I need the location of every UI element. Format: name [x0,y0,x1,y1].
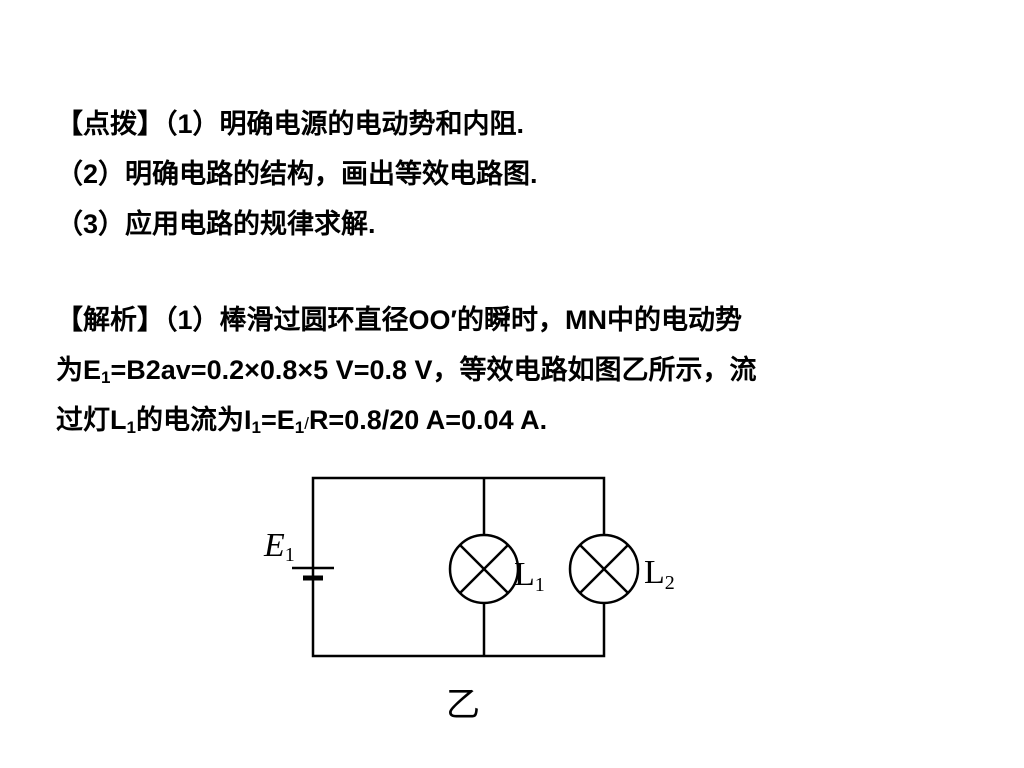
analysis-line-2-text-b: =B2av=0.2×0.8×5 V=0.8 V，等效电路如图乙所示，流 [110,355,757,385]
lamp-2-label-sub: 2 [665,572,675,594]
subscript: 1 [101,368,111,387]
analysis-line-3-text-c: =E [260,405,295,435]
hint-line-2: （2）明确电路的结构，画出等效电路图. [56,159,538,189]
wire-top [311,476,606,578]
wire-bottom [311,588,606,658]
source-label-main: E [263,527,285,564]
source-label: E1 [263,527,295,566]
subscript: 1 [294,418,305,437]
hint-line-1: 【点拨】（1）明确电源的电动势和内阻. [56,109,525,139]
hint-line-3: （3）应用电路的规律求解. [56,209,376,239]
lamp-2-circle [568,533,640,605]
lamp-1-label: L1 [514,556,545,596]
lamp-2-label: L2 [644,554,675,594]
analysis-line-2: 为E1=B2av=0.2×0.8×5 V=0.8 V，等效电路如图乙所示，流 [56,350,757,390]
lamp-1-cross-b [459,544,509,594]
analysis-line-3-text-b: 的电流为I [135,405,252,435]
analysis-line-3: 过灯L1的电流为I1=E1/R=0.8/20 A=0.04 A. [56,400,547,444]
battery-symbol [292,566,334,588]
lamp-1 [448,533,520,605]
subscript: 1 [251,418,261,437]
lamp-1-circle [448,533,520,605]
lamp-2 [568,533,640,605]
lamp-2-cross-b [579,544,629,594]
source-label-sub: 1 [285,544,295,566]
lamp-2-label-main: L [644,554,665,591]
analysis-line-3-text-d: R=0.8/20 A=0.04 A. [308,405,548,435]
analysis-line-2-text-a: 为E [56,355,102,385]
fraction-slash: / [304,414,309,433]
analysis-line-1: 【解析】（1）棒滑过圆环直径OO′的瞬时，MN中的电动势 [56,305,742,335]
lamp-1-label-main: L [514,556,535,593]
figure-caption: 乙 [446,687,480,724]
circuit-wires [311,476,606,658]
analysis-line-3-text-a: 过灯L [56,405,127,435]
lamp-1-label-sub: 1 [535,574,545,596]
subscript: 1 [126,418,136,437]
